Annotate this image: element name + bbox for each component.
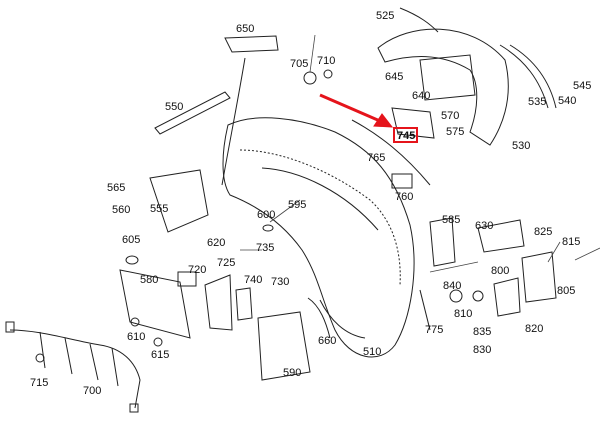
- part-label-585: 585: [442, 214, 461, 226]
- part-label-730: 730: [271, 276, 290, 288]
- part-label-540: 540: [558, 95, 577, 107]
- part-label-590: 590: [283, 367, 302, 379]
- part-label-645: 645: [385, 71, 404, 83]
- part-label-810: 810: [454, 308, 473, 320]
- part-label-835: 835: [473, 326, 492, 338]
- part-label-765: 765: [367, 152, 386, 164]
- part-label-555: 555: [150, 203, 169, 215]
- part-label-705: 705: [290, 58, 309, 70]
- part-label-615: 615: [151, 349, 170, 361]
- highlighted-part-label: 745: [397, 130, 416, 142]
- part-label-815: 815: [562, 236, 581, 248]
- part-label-605: 605: [122, 234, 141, 246]
- part-label-620: 620: [207, 237, 226, 249]
- highlighted-part-box: 745: [393, 127, 418, 143]
- part-label-570: 570: [441, 110, 460, 122]
- part-label-800: 800: [491, 265, 510, 277]
- part-label-825: 825: [534, 226, 553, 238]
- part-label-535: 535: [528, 96, 547, 108]
- part-label-660: 660: [318, 335, 337, 347]
- part-label-530: 530: [512, 140, 531, 152]
- part-label-775: 775: [425, 324, 444, 336]
- part-label-595: 595: [288, 199, 307, 211]
- part-label-510: 510: [363, 346, 382, 358]
- part-label-565: 565: [107, 182, 126, 194]
- part-label-580: 580: [140, 274, 159, 286]
- part-label-840: 840: [443, 280, 462, 292]
- part-label-700: 700: [83, 385, 102, 397]
- part-label-545: 545: [573, 80, 592, 92]
- bumper-cover-outline: [222, 117, 415, 358]
- part-label-575: 575: [446, 126, 465, 138]
- part-label-760: 760: [395, 191, 414, 203]
- part-label-650: 650: [236, 23, 255, 35]
- highlight-arrow: [319, 93, 394, 128]
- part-label-550: 550: [165, 101, 184, 113]
- part-label-715: 715: [30, 377, 49, 389]
- part-label-600: 600: [257, 209, 276, 221]
- part-label-820: 820: [525, 323, 544, 335]
- part-label-740: 740: [244, 274, 263, 286]
- part-label-610: 610: [127, 331, 146, 343]
- part-label-805: 805: [557, 285, 576, 297]
- part-label-710: 710: [317, 55, 336, 67]
- part-label-640: 640: [412, 90, 431, 102]
- part-label-720: 720: [188, 264, 207, 276]
- part-label-630: 630: [475, 220, 494, 232]
- trim-strip-550: [154, 91, 231, 135]
- part-label-830: 830: [473, 344, 492, 356]
- part-label-725: 725: [217, 257, 236, 269]
- part-label-560: 560: [112, 204, 131, 216]
- part-label-525: 525: [376, 10, 395, 22]
- part-label-735: 735: [256, 242, 275, 254]
